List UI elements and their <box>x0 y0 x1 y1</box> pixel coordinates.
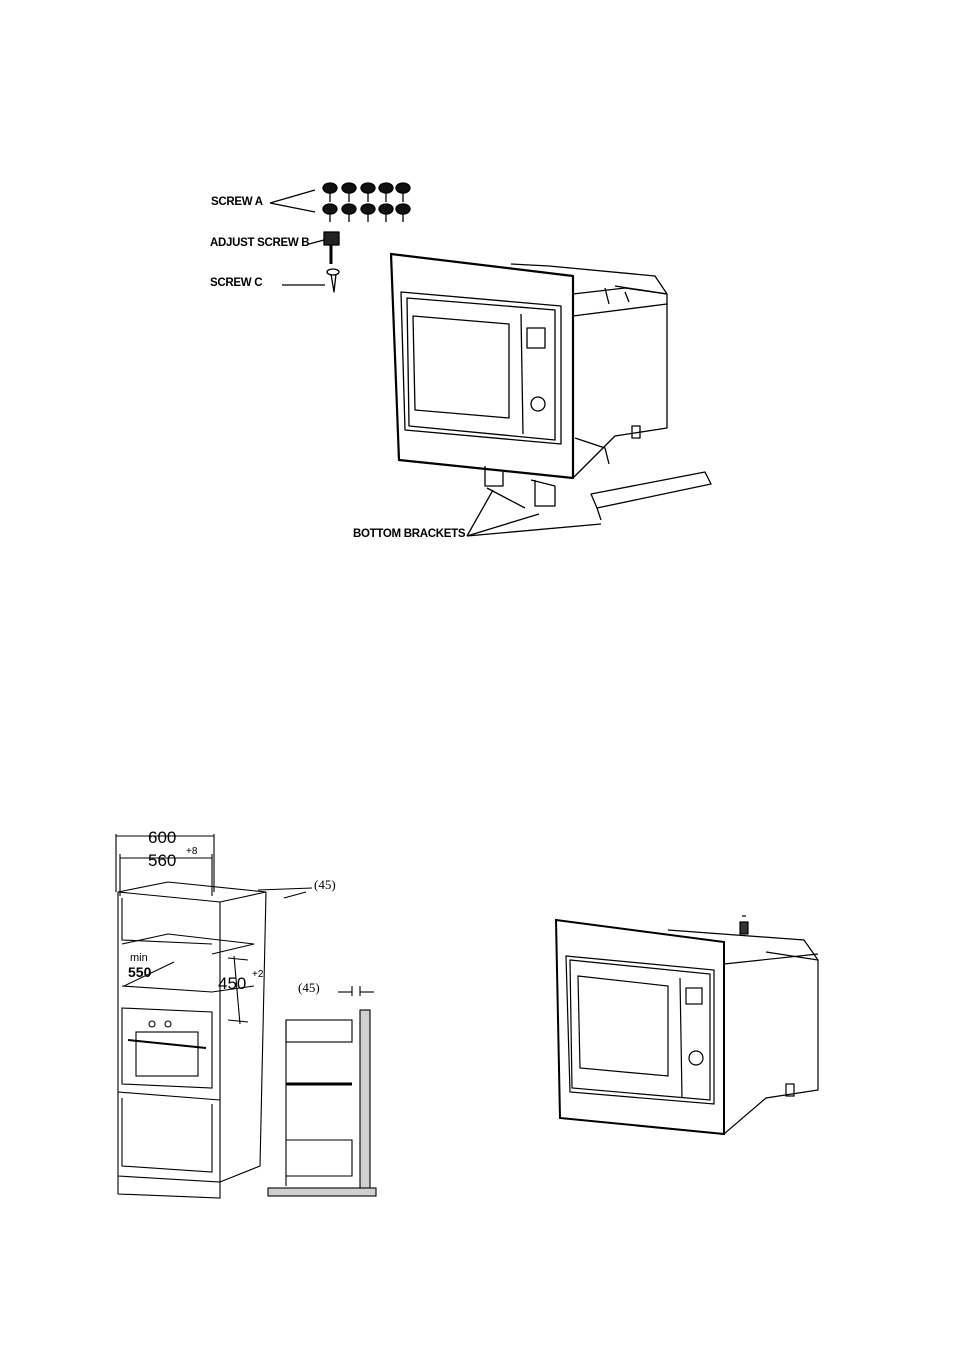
screw-a-icon <box>322 182 411 222</box>
adjust-screw-b-label: ADJUST SCREW B <box>210 237 310 249</box>
bottom-bracket <box>484 466 712 521</box>
screw-a-leader-line <box>269 202 316 213</box>
screw-c-icon <box>282 268 340 293</box>
assembled-microwave-figure <box>548 912 830 1136</box>
microwave-exploded-drawing <box>269 182 712 537</box>
cabinet-dimension-figure: 600 560 +8 (45) min 550 450 +2 (45) <box>108 826 380 1208</box>
dim-gap-side: (45) <box>298 980 320 995</box>
cabinet-outline <box>117 881 267 1199</box>
dim-min-label: min <box>130 952 148 964</box>
dim-550: 550 <box>128 964 152 980</box>
dim-gap-top: (45) <box>314 877 336 892</box>
dim-450: 450 <box>218 974 247 993</box>
bottom-brackets-label: BOTTOM BRACKETS <box>353 528 466 540</box>
cabinet-drawing <box>115 834 377 1199</box>
dim-560: 560 <box>148 851 177 870</box>
dim-450-tolerance: +2 <box>252 969 264 980</box>
dim-560-tolerance: +8 <box>186 846 198 857</box>
side-section <box>267 986 377 1197</box>
assembled-microwave-drawing <box>554 915 819 1136</box>
adjust-screw-b-icon <box>308 231 340 264</box>
screw-a-label: SCREW A <box>211 196 263 208</box>
screw-c-label: SCREW C <box>210 277 263 289</box>
screw-a-leader-line <box>269 189 316 204</box>
microwave-body <box>510 263 668 479</box>
microwave-frame <box>389 252 575 480</box>
dim-600: 600 <box>148 828 177 847</box>
installation-exploded-figure: SCREW A ADJUST SCREW B SCREW C BOTTOM BR… <box>205 168 731 550</box>
